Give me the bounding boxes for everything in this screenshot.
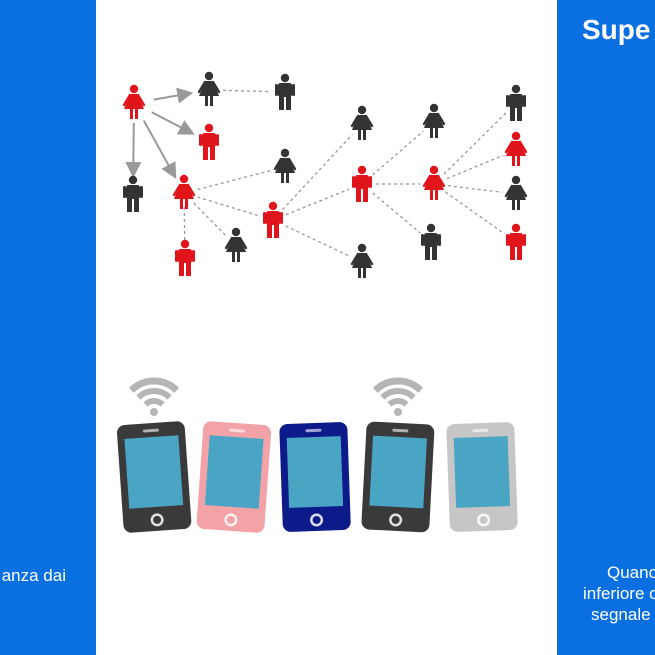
right-blue-panel: Supe Quanc inferiore c segnale: [557, 0, 655, 655]
smartphone-icon: [116, 421, 192, 533]
man-icon: [421, 223, 441, 260]
woman-icon: [273, 148, 297, 183]
woman-icon: [422, 103, 446, 138]
woman-icon: [350, 243, 374, 278]
smartphone-icon: [196, 421, 272, 533]
network-link: [372, 192, 421, 234]
network-arrow: [151, 111, 195, 135]
right-panel-line-1: Quanc: [607, 563, 655, 582]
woman-icon: [504, 131, 528, 166]
illustration-area: [96, 0, 557, 655]
network-arrow: [125, 122, 142, 179]
smartphones-illustration: [116, 377, 518, 533]
network-link: [197, 169, 272, 191]
network-link: [222, 89, 272, 93]
smartphone-icon: [361, 421, 435, 533]
network-link: [197, 196, 260, 217]
smartphone-icon: [446, 422, 518, 532]
man-icon: [123, 175, 143, 212]
man-icon: [352, 165, 372, 202]
woman-icon: [122, 84, 146, 119]
network-link: [282, 133, 353, 211]
man-icon: [506, 223, 526, 260]
man-icon: [506, 84, 526, 121]
woman-icon: [197, 71, 221, 106]
man-icon: [199, 123, 219, 160]
left-panel-text: anza dai: [1, 566, 66, 585]
social-network-diagram: [122, 71, 528, 278]
network-link: [447, 185, 503, 193]
network-link: [193, 202, 227, 237]
network-arrow: [153, 87, 194, 104]
network-link: [372, 130, 424, 176]
left-blue-panel: anza dai: [0, 0, 96, 655]
network-link: [443, 112, 507, 175]
network-arrow: [142, 119, 177, 180]
woman-icon: [504, 175, 528, 210]
woman-icon: [422, 165, 446, 200]
network-link: [183, 206, 186, 245]
network-link: [285, 225, 350, 257]
right-panel-title: Supe: [582, 14, 651, 45]
woman-icon: [172, 174, 196, 209]
network-link: [285, 188, 350, 216]
wifi-signal-icon: [128, 377, 180, 416]
right-panel-line-2: inferiore c: [583, 584, 655, 603]
man-icon: [275, 73, 295, 110]
man-icon: [263, 201, 283, 238]
man-icon: [175, 239, 195, 276]
smartphone-icon: [279, 422, 351, 532]
wifi-signal-icon: [372, 377, 424, 416]
network-link: [445, 191, 505, 235]
network-link: [446, 154, 504, 180]
woman-icon: [350, 105, 374, 140]
right-panel-line-3: segnale: [591, 605, 651, 624]
woman-icon: [224, 227, 248, 262]
